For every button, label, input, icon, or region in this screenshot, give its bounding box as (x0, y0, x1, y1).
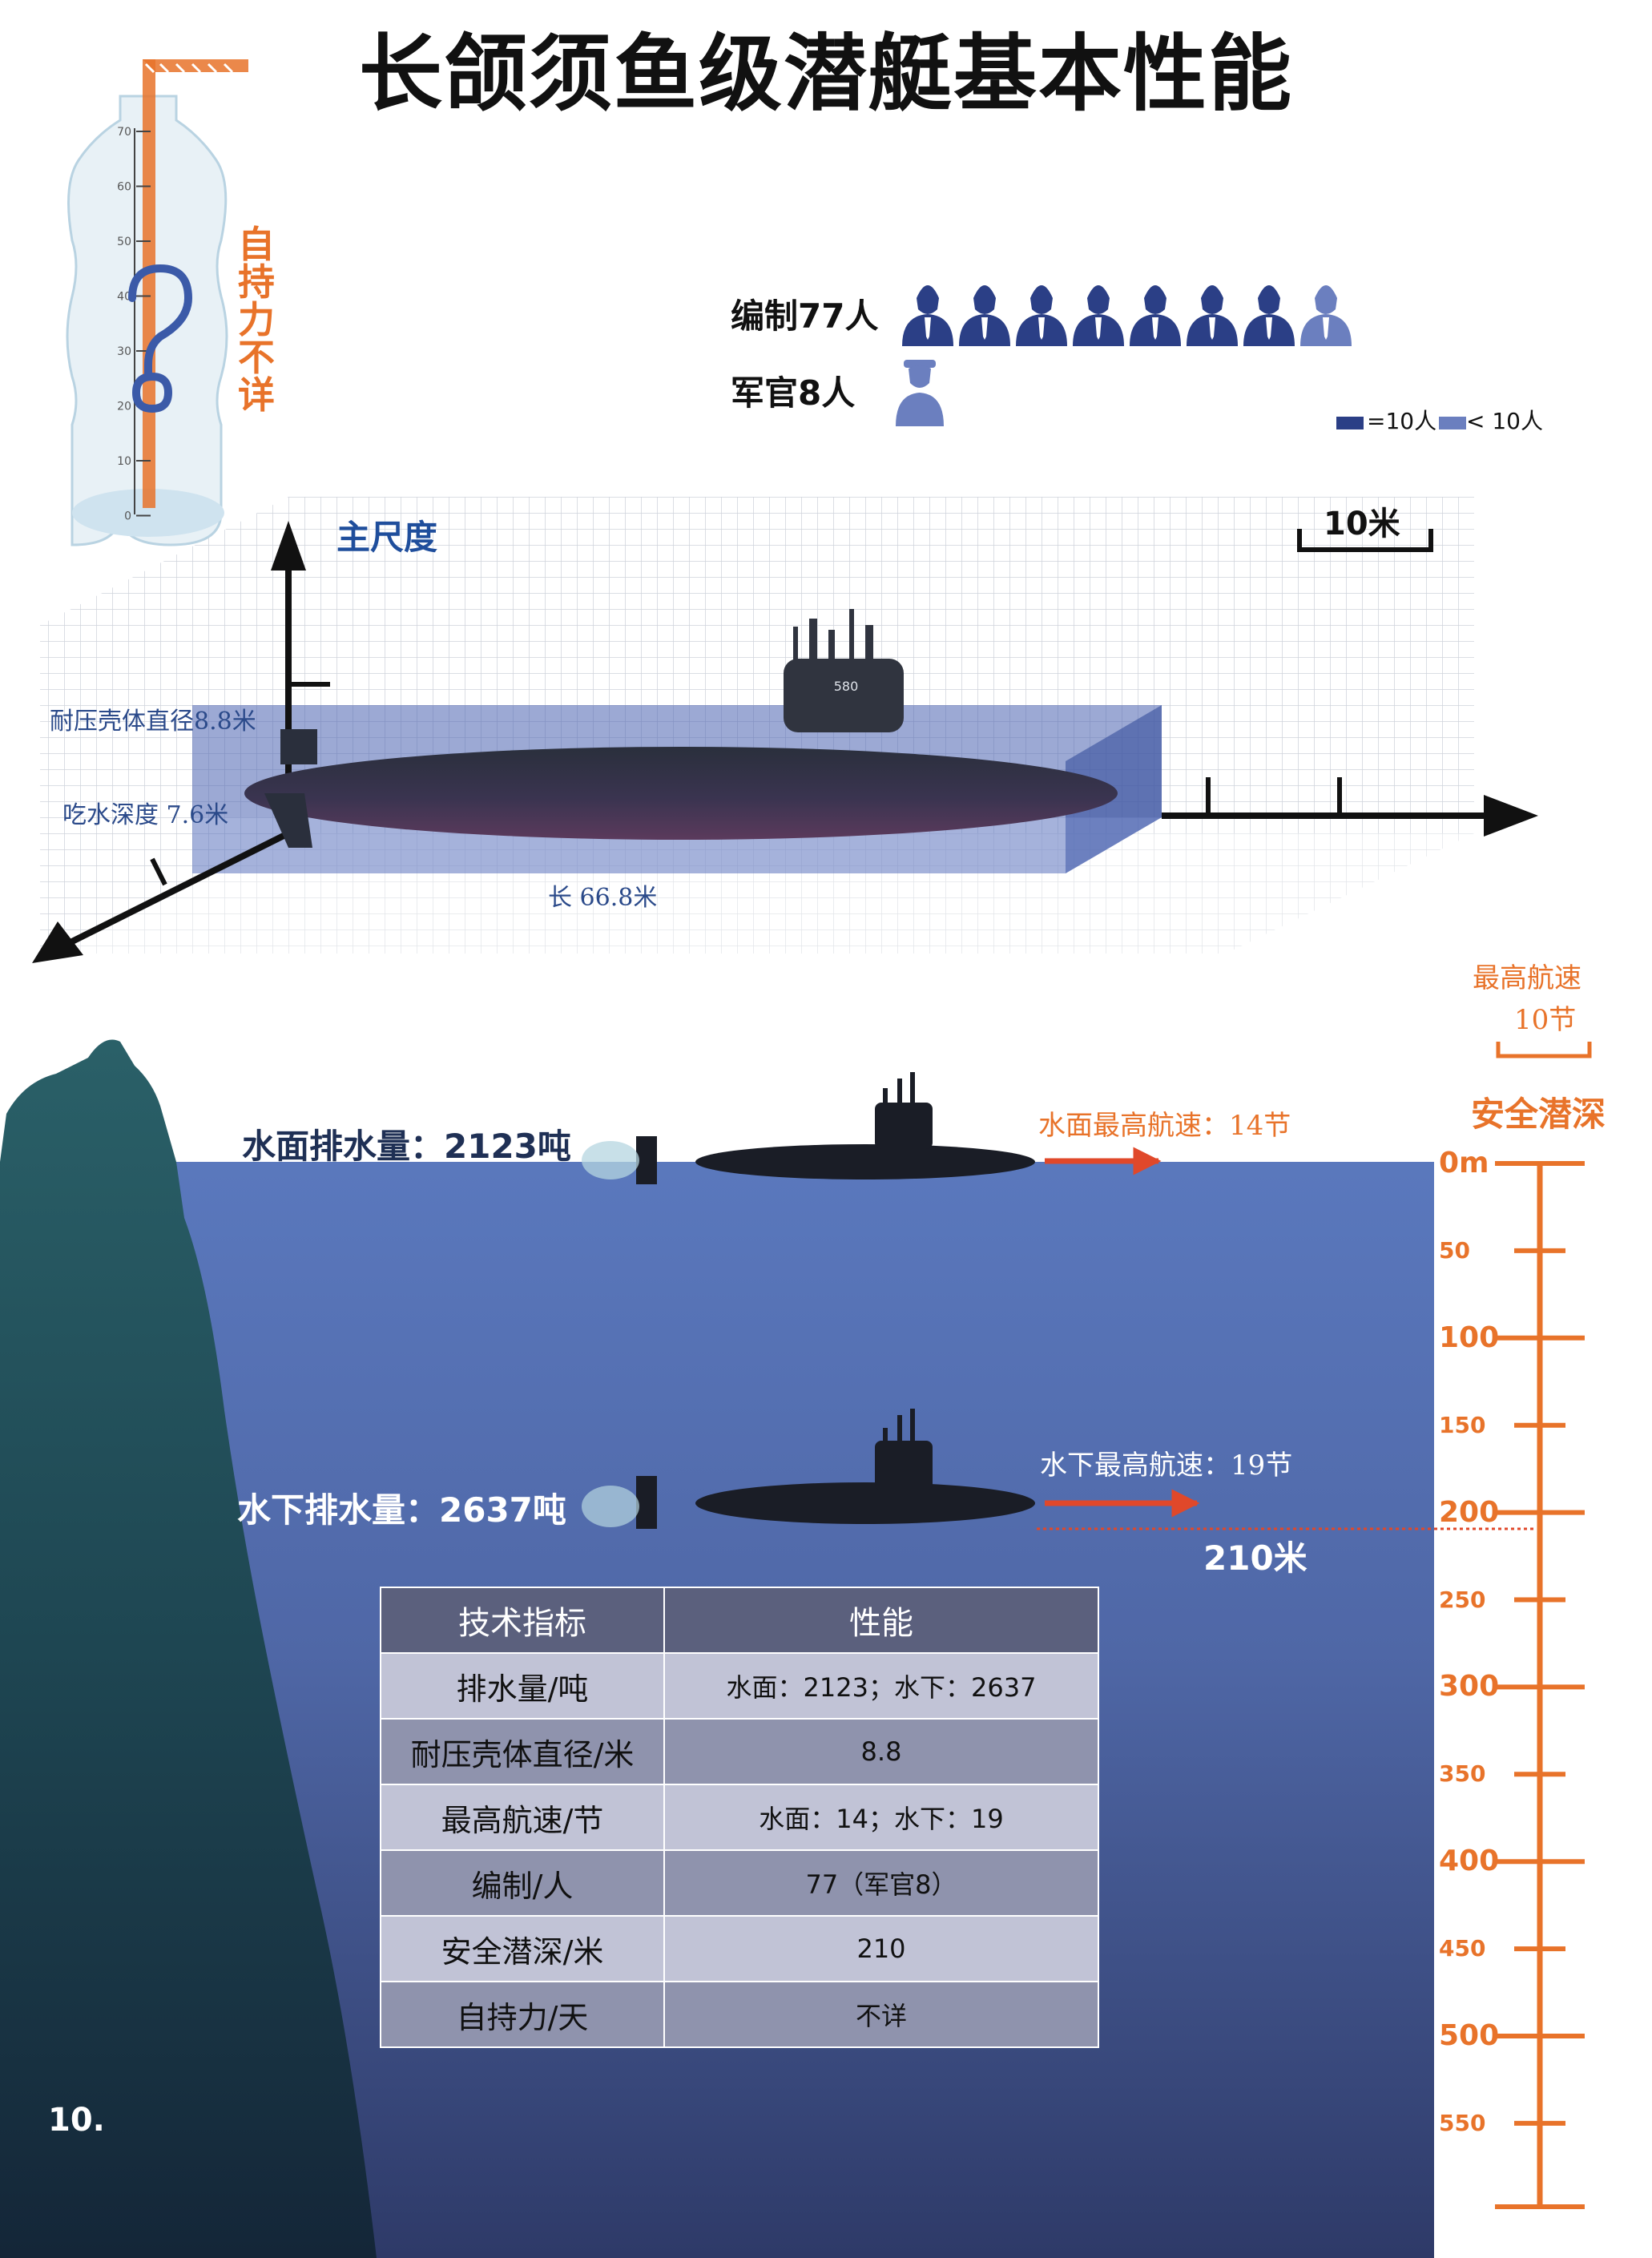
page-title: 长颌须鱼级潜艇基本性能 (358, 25, 1293, 123)
table-row: 耐压壳体直径/米 8.8 (380, 1718, 1099, 1785)
submerged-speed-label: 水下最高航速：19节 (1040, 1450, 1293, 1482)
person-icon (959, 285, 1010, 346)
bottle-tick-label: 60 (117, 181, 131, 194)
max-speed-value: 10节 (1514, 1004, 1577, 1036)
table-cell: 安全潜深/米 (380, 1915, 665, 1982)
bottle-tick-label: 40 (117, 291, 131, 304)
length-label: 长 66.8米 (548, 884, 658, 912)
table-header-cell: 性能 (663, 1587, 1099, 1654)
spec-table: 技术指标 性能 排水量/吨 水面：2123；水下：2637 耐压壳体直径/米 8… (380, 1587, 1099, 2048)
table-cell: 排水量/吨 (380, 1652, 665, 1720)
depth-tick-label: 50 (1439, 1236, 1470, 1264)
depth-tick-label: 100 (1439, 1321, 1500, 1354)
depth-tick-label: 550 (1439, 2109, 1486, 2136)
legend-full-label: =10人 (1367, 408, 1437, 434)
officer-count-label: 军官8人 (731, 373, 856, 413)
speed-bracket (1496, 1042, 1592, 1058)
bottle-scale: 70 60 50 40 30 20 10 0 (117, 126, 151, 523)
legend-partial-swatch (1439, 417, 1466, 429)
table-cell: 210 (663, 1915, 1099, 1982)
bottle-illustration (66, 59, 248, 546)
cliff (0, 1039, 377, 2258)
submerged-submarine (582, 1409, 1535, 1530)
dimension-axes (32, 521, 1538, 963)
table-cell: 不详 (663, 1981, 1099, 2048)
depth-tick-label: 500 (1439, 2019, 1500, 2052)
safe-depth-value-label: 210米 (1203, 1538, 1307, 1578)
surface-displacement-label: 水面排水量：2123吨 (242, 1127, 571, 1166)
crew-complement-label: 编制77人 (731, 296, 879, 336)
table-cell: 77（军官8） (663, 1849, 1099, 1917)
legend-full-swatch (1336, 417, 1364, 429)
depth-ruler (1495, 1161, 1585, 2209)
depth-tick-label: 200 (1439, 1495, 1500, 1529)
depth-tick-label: 450 (1439, 1935, 1486, 1962)
person-icon (1130, 285, 1181, 346)
table-cell: 水面：14；水下：19 (663, 1784, 1099, 1851)
depth-tick-label: 250 (1439, 1586, 1486, 1613)
crew-icons (902, 285, 1352, 346)
page-number: 10. (48, 2102, 105, 2139)
scale-bar (1297, 529, 1433, 552)
bottle-tick-label: 10 (117, 455, 131, 468)
depth-tick-label: 400 (1439, 1845, 1500, 1878)
officer-icon (896, 360, 944, 426)
table-row: 自持力/天 不详 (380, 1981, 1099, 2048)
bottle-tick-label: 0 (124, 510, 131, 523)
person-icon (1187, 285, 1238, 346)
table-cell: 耐压壳体直径/米 (380, 1718, 665, 1785)
sail-number: 580 (834, 679, 859, 694)
draught-label: 吃水深度 7.6米 (62, 801, 229, 829)
table-row: 编制/人 77（军官8） (380, 1849, 1099, 1917)
table-cell: 8.8 (663, 1718, 1099, 1785)
table-row: 安全潜深/米 210 (380, 1915, 1099, 1982)
surface-speed-label: 水面最高航速：14节 (1038, 1110, 1291, 1142)
legend-partial-label: < 10人 (1466, 408, 1543, 434)
table-header-row: 技术指标 性能 (380, 1587, 1099, 1654)
question-mark-icon (128, 264, 193, 413)
table-cell: 最高航速/节 (380, 1784, 665, 1851)
submarine-side-view: 580 (244, 609, 1118, 848)
table-cell: 编制/人 (380, 1849, 665, 1917)
table-header-cell: 技术指标 (380, 1587, 665, 1654)
table-cell: 自持力/天 (380, 1981, 665, 2048)
max-speed-title: 最高航速 (1473, 962, 1581, 994)
endurance-label: 自持力不详 (238, 223, 275, 417)
submerged-displacement-label: 水下排水量：2637吨 (237, 1490, 566, 1530)
bottle-tick-label: 20 (117, 401, 131, 413)
person-icon (1016, 285, 1067, 346)
depth-tick-label: 350 (1439, 1760, 1486, 1788)
depth-tick-label: 300 (1439, 1670, 1500, 1704)
scale-bar-label: 10米 (1324, 506, 1400, 542)
hull-diameter-label: 耐压壳体直径8.8米 (50, 708, 256, 736)
dimension-heading: 主尺度 (336, 518, 438, 557)
surface-submarine (582, 1072, 1162, 1184)
person-icon (1243, 285, 1295, 346)
person-icon (1073, 285, 1124, 346)
person-icon (1300, 285, 1352, 346)
table-row: 排水量/吨 水面：2123；水下：2637 (380, 1652, 1099, 1720)
table-row: 最高航速/节 水面：14；水下：19 (380, 1784, 1099, 1851)
safe-depth-title: 安全潜深 (1471, 1095, 1606, 1134)
bottle-tick-label: 50 (117, 236, 131, 248)
bottle-tick-label: 70 (117, 126, 131, 139)
table-cell: 水面：2123；水下：2637 (663, 1652, 1099, 1720)
bottle-tick-label: 30 (117, 345, 131, 358)
depth-tick-label: 0m (1439, 1147, 1489, 1179)
person-icon (902, 285, 953, 346)
depth-tick-label: 150 (1439, 1411, 1486, 1438)
